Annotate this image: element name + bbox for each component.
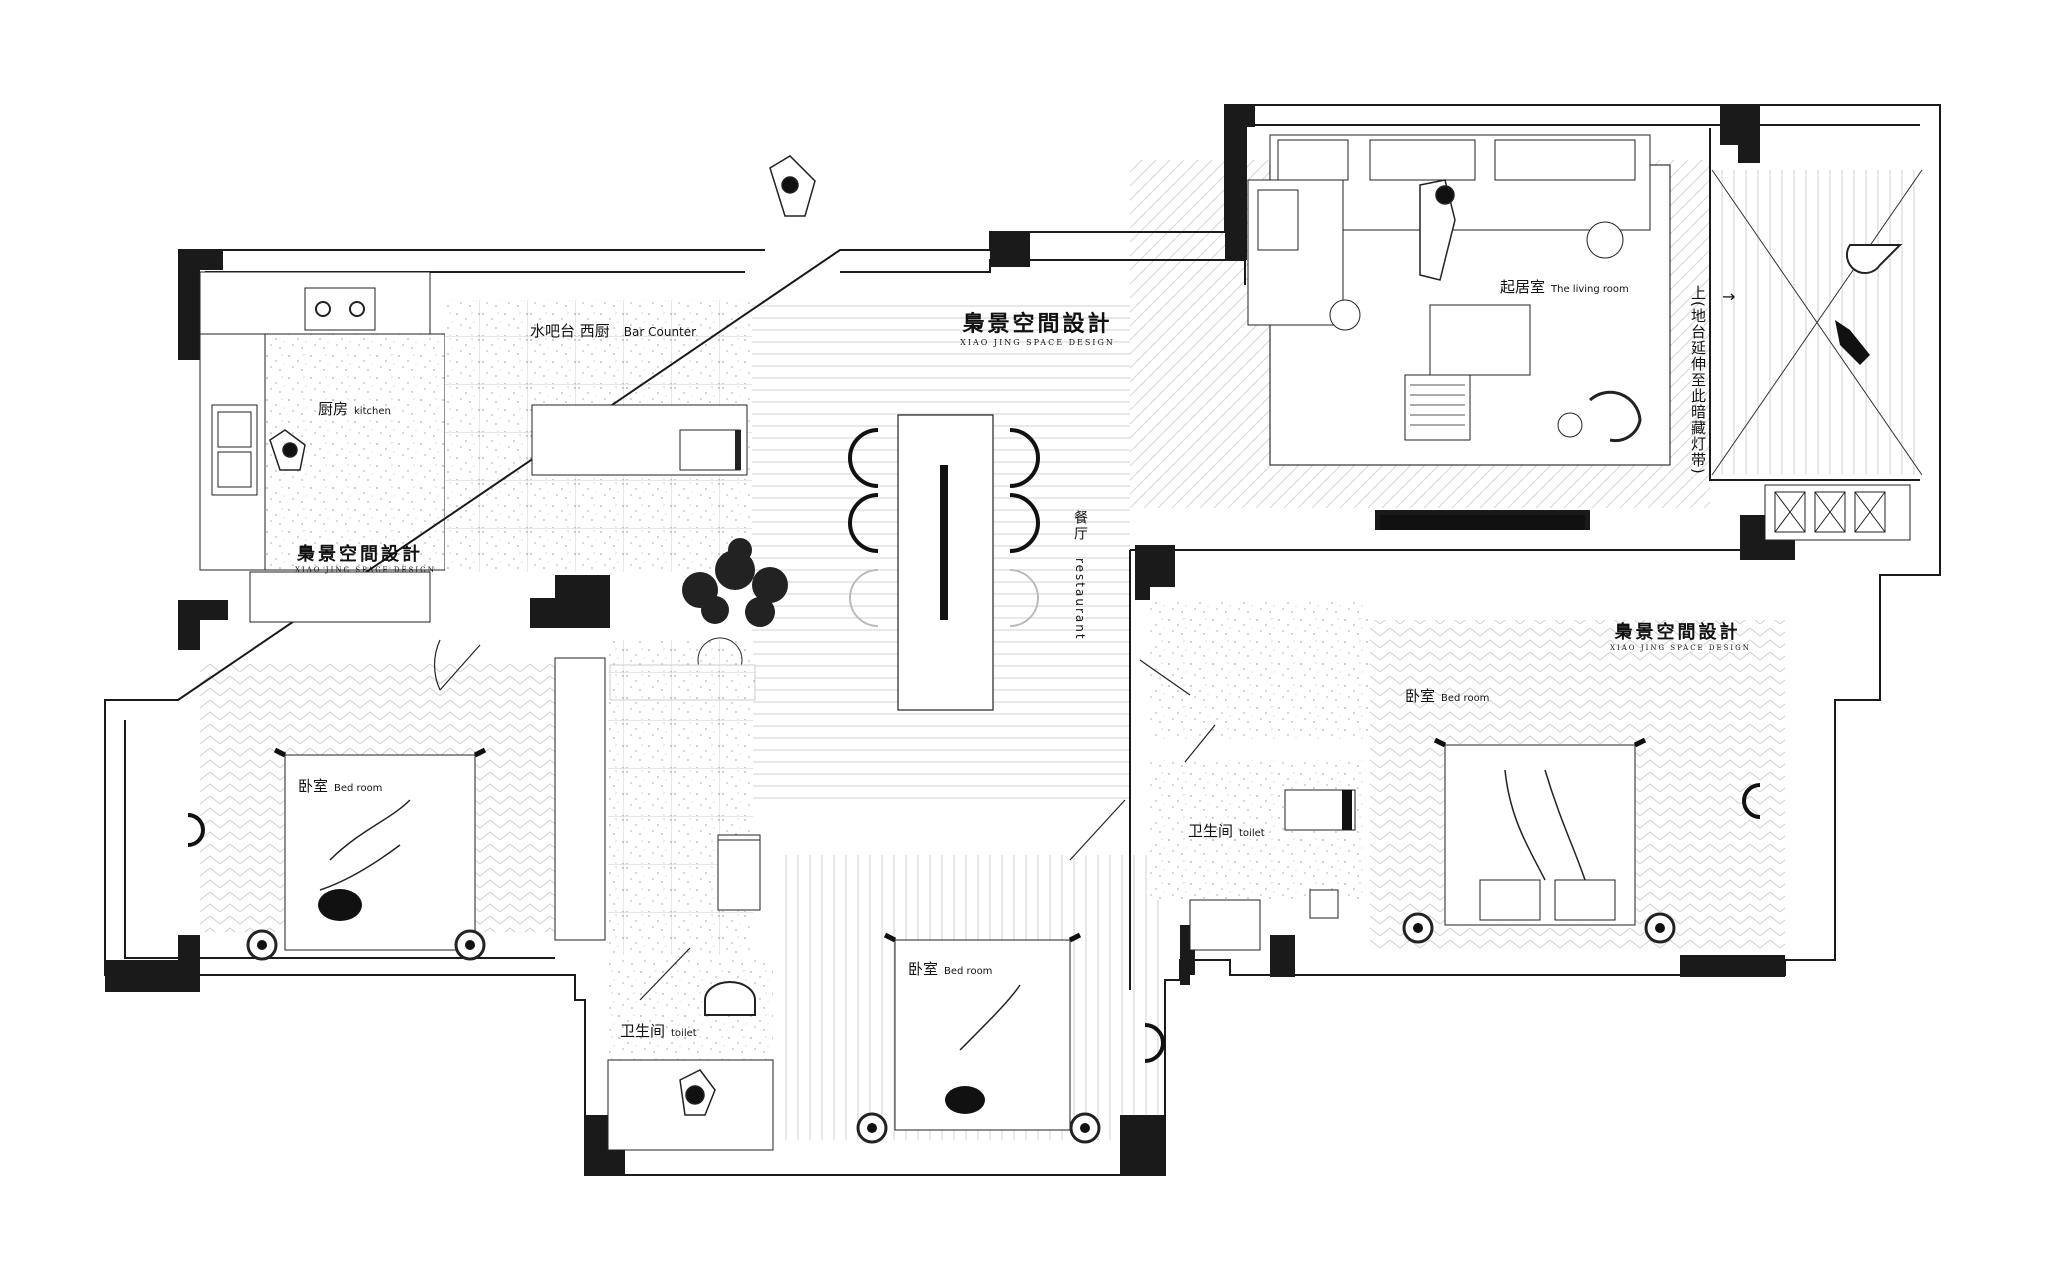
coffee-table xyxy=(1429,304,1531,376)
people xyxy=(269,155,1456,1116)
room-label-toilet-right-en: toilet xyxy=(1239,828,1265,839)
room-label-restaurant-en: restaurant xyxy=(1073,558,1087,642)
balcony-note-text: (地台延伸至此暗藏灯带) xyxy=(1689,301,1707,475)
brand-name-en: XIAO JING SPACE DESIGN xyxy=(960,338,1115,347)
room-label-bedroom-right: 卧室 Bed room xyxy=(1405,685,1489,706)
kitchen xyxy=(199,271,748,623)
room-label-bedroom-right-zh: 卧室 xyxy=(1405,687,1436,705)
room-label-bedroom-left-en: Bed room xyxy=(334,783,383,794)
room-label-kitchen-zh: 厨房 xyxy=(318,400,349,418)
person-kitchen-icon xyxy=(269,429,306,471)
room-label-bedroom-left-zh: 卧室 xyxy=(298,777,329,795)
room-label-toilet-left-en: toilet xyxy=(671,1028,697,1039)
tv-unit xyxy=(1380,515,1585,530)
person-entrance-icon xyxy=(769,155,816,217)
room-label-toilet-left-zh: 卫生间 xyxy=(620,1022,666,1040)
brand-name-zh: 梟景空間設計 xyxy=(962,311,1113,337)
brand-name-en: XIAO JING SPACE DESIGN xyxy=(1610,644,1751,652)
sink xyxy=(211,404,258,496)
doors xyxy=(433,639,1216,1001)
room-label-bar-zh: 水吧台 西厨 xyxy=(530,322,610,340)
dining xyxy=(609,414,1040,711)
brand-mark-right: 梟景空間設計 XIAO JING SPACE DESIGN xyxy=(1610,618,1751,652)
person-living-icon xyxy=(1419,179,1456,281)
right-corridor-floor xyxy=(1150,600,1370,740)
room-label-living: 起居室 The living room xyxy=(1500,276,1629,297)
left-bed xyxy=(284,754,476,951)
brand-name-en: XIAO JING SPACE DESIGN xyxy=(295,566,436,574)
room-label-restaurant: 餐厅 restaurant xyxy=(1070,510,1090,641)
outer-wall-path xyxy=(104,104,1941,1176)
balcony-note: 上(地台延伸至此暗藏灯带) xyxy=(1688,285,1709,475)
plant xyxy=(682,538,788,627)
brand-name-zh: 梟景空間設計 xyxy=(1614,622,1741,643)
room-label-bedroom-mid-en: Bed room xyxy=(944,966,993,977)
room-label-toilet-left: 卫生间 toilet xyxy=(620,1020,697,1041)
balcony-arrow-icon: → xyxy=(1722,287,1736,306)
balcony-note-arrow: 上 xyxy=(1689,285,1707,301)
brand-mark-kitchen: 梟景空間設計 XIAO JING SPACE DESIGN xyxy=(295,540,436,574)
room-label-bedroom-mid-zh: 卧室 xyxy=(908,960,939,978)
room-label-bar-en: Bar Counter xyxy=(623,325,697,339)
living-rug-small xyxy=(1404,374,1471,441)
room-label-living-zh: 起居室 xyxy=(1500,278,1546,296)
room-label-bedroom-left: 卧室 Bed room xyxy=(298,775,382,796)
living xyxy=(1247,134,1651,530)
room-label-bedroom-mid: 卧室 Bed room xyxy=(908,958,992,979)
person-toilet-icon xyxy=(679,1069,716,1116)
room-label-kitchen: 厨房 kitchen xyxy=(318,398,391,419)
room-label-toilet-right-zh: 卫生间 xyxy=(1188,822,1234,840)
room-label-restaurant-zh: 餐厅 xyxy=(1072,510,1088,542)
brand-name-zh: 梟景空間設計 xyxy=(297,544,423,565)
left-bedroom xyxy=(187,657,606,961)
room-label-bedroom-right-en: Bed room xyxy=(1441,693,1490,704)
room-label-toilet-right: 卫生间 toilet xyxy=(1188,820,1265,841)
brand-mark-top: 梟景空間設計 XIAO JING SPACE DESIGN xyxy=(955,306,1120,347)
balcony xyxy=(1711,169,1923,541)
room-label-bar: 水吧台 西厨 Bar Counter xyxy=(530,320,696,341)
bar-cabinets xyxy=(249,571,431,623)
room-label-living-en: The living room xyxy=(1551,284,1629,295)
room-label-kitchen-en: kitchen xyxy=(354,406,391,417)
left-toilet-cabinet xyxy=(717,839,761,911)
right-bedroom xyxy=(1402,737,1761,944)
